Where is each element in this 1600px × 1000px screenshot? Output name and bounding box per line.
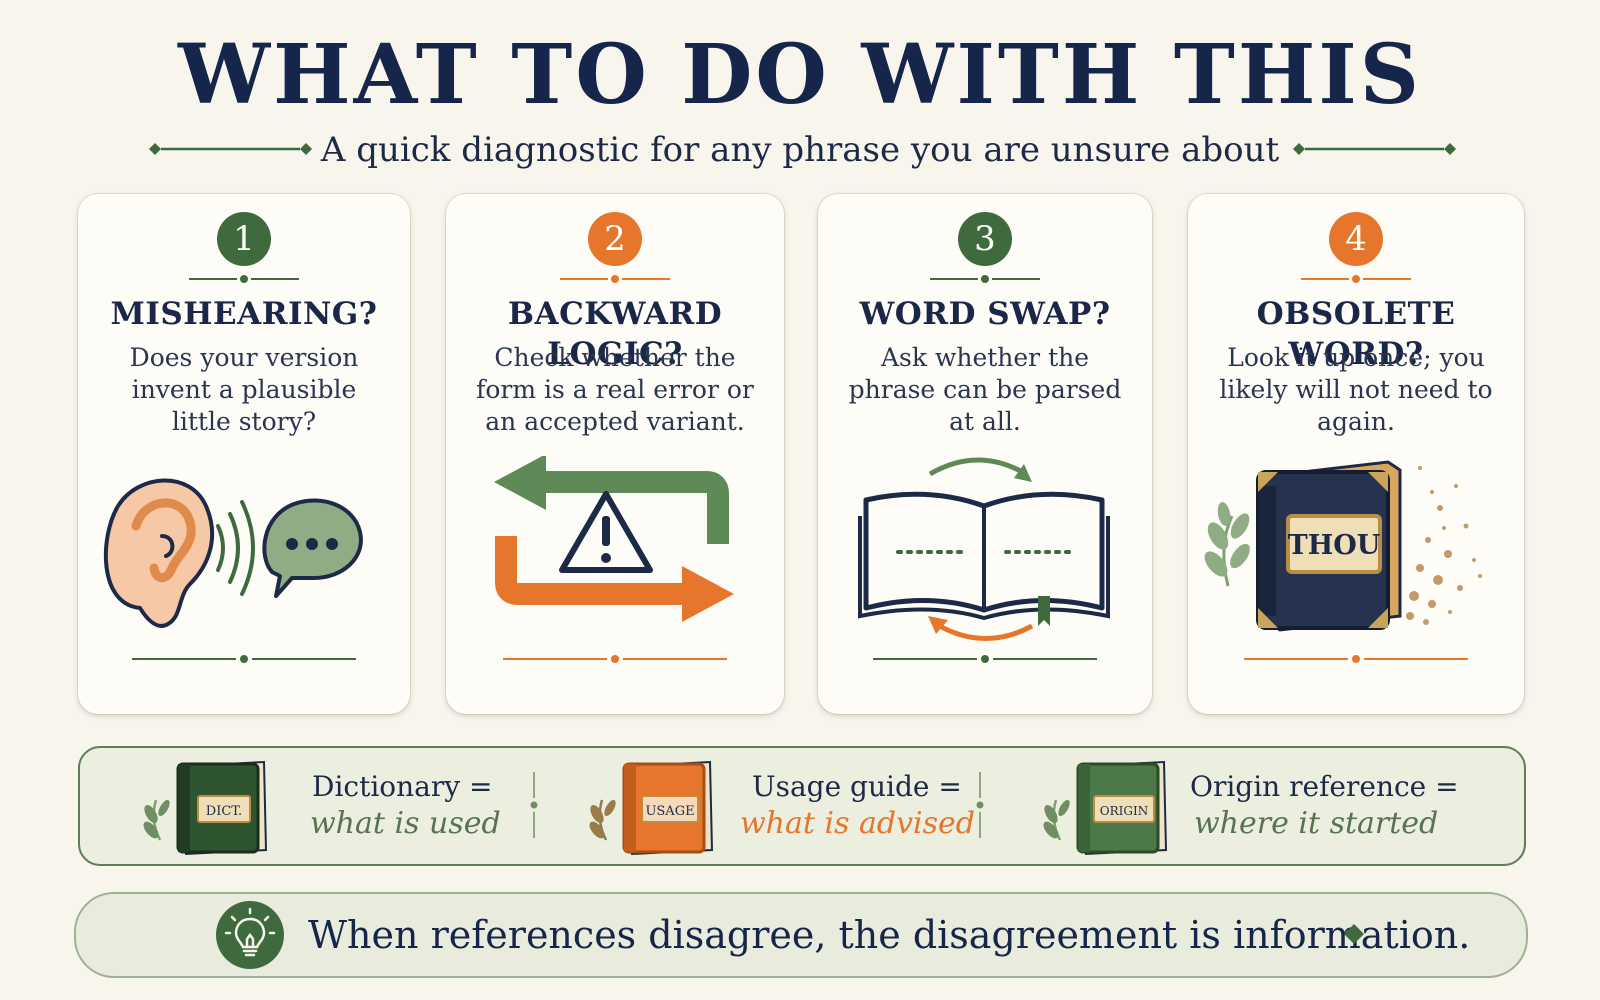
separator-icon <box>976 772 984 838</box>
right-ornament-icon <box>1293 143 1456 155</box>
old-book-icon: THOU <box>1204 460 1482 632</box>
page-subtitle: A quick diagnostic for any phrase you ar… <box>320 130 1280 170</box>
left-ornament-icon <box>149 143 312 155</box>
reference-meaning: where it started <box>1194 806 1439 841</box>
card-body: Ask whether the phrase can be parsed at … <box>848 343 1122 436</box>
card-heading: BACKWARD LOGIC? <box>507 296 723 372</box>
card-heading: MISHEARING? <box>110 296 378 332</box>
reference-dictionary: DICT. Dictionary = what is used <box>142 748 522 864</box>
reference-usage: USAGE Usage guide = what is advised <box>588 748 988 864</box>
card-body: Look it up once; you likely will not nee… <box>1219 343 1493 436</box>
reference-label: Dictionary = <box>312 770 493 803</box>
reference-label: Origin reference = <box>1190 770 1459 803</box>
subtitle-row: A quick diagnostic for any phrase you ar… <box>0 128 1600 172</box>
book-label: THOU <box>1288 530 1381 561</box>
book-label: USAGE <box>645 804 694 819</box>
card-body: Does your version invent a plausible lit… <box>129 343 359 436</box>
step-number: 3 <box>958 212 1012 266</box>
divider-icon <box>873 655 1097 663</box>
card-word-swap: 3 WORD SWAP? Ask whether the phrase can … <box>818 194 1152 714</box>
page-title: WHAT TO DO WITH THIS <box>178 27 1422 123</box>
book-label: ORIGIN <box>1100 804 1148 818</box>
reverse-arrows-warning-icon <box>494 456 734 622</box>
dictionary-book-icon: DICT. <box>143 760 268 856</box>
divider-icon <box>1301 275 1411 283</box>
book-label: DICT. <box>206 804 242 819</box>
divider-icon <box>930 275 1040 283</box>
divider-icon <box>1244 655 1468 663</box>
step-number: 4 <box>1329 212 1383 266</box>
step-number: 2 <box>588 212 642 266</box>
divider-icon <box>503 655 727 663</box>
ear-speech-icon <box>103 478 363 628</box>
card-heading: WORD SWAP? <box>859 296 1111 332</box>
divider-icon <box>189 275 299 283</box>
reference-origin: ORIGIN Origin reference = where it start… <box>1042 748 1512 864</box>
references-bar: DICT. Dictionary = what is used USAGE Us… <box>78 746 1526 866</box>
step-number: 1 <box>217 212 271 266</box>
divider-icon <box>560 275 670 283</box>
origin-book-icon: ORIGIN <box>1043 760 1168 856</box>
card-mishearing: 1 MISHEARING? Does your version invent a… <box>78 194 410 714</box>
diamond-icon <box>1344 924 1364 944</box>
card-obsolete-word: 4 OBSOLETE WORD? Look it up once; you li… <box>1188 194 1524 714</box>
tip-bar: When references disagree, the disagreeme… <box>74 892 1528 978</box>
card-backward-logic: 2 BACKWARD LOGIC? Check whether the form… <box>446 194 784 714</box>
separator-icon <box>530 772 538 838</box>
reference-meaning: what is advised <box>740 806 975 841</box>
lightbulb-icon <box>216 901 284 969</box>
reference-label: Usage guide = <box>752 770 962 803</box>
divider-icon <box>132 655 356 663</box>
card-body: Check whether the form is a real error o… <box>476 343 754 436</box>
tip-text: When references disagree, the disagreeme… <box>308 913 1471 957</box>
reference-meaning: what is used <box>310 806 501 841</box>
card-heading: OBSOLETE WORD? <box>1256 296 1456 372</box>
open-book-swap-icon <box>858 457 1110 641</box>
usage-book-icon: USAGE <box>589 760 714 856</box>
